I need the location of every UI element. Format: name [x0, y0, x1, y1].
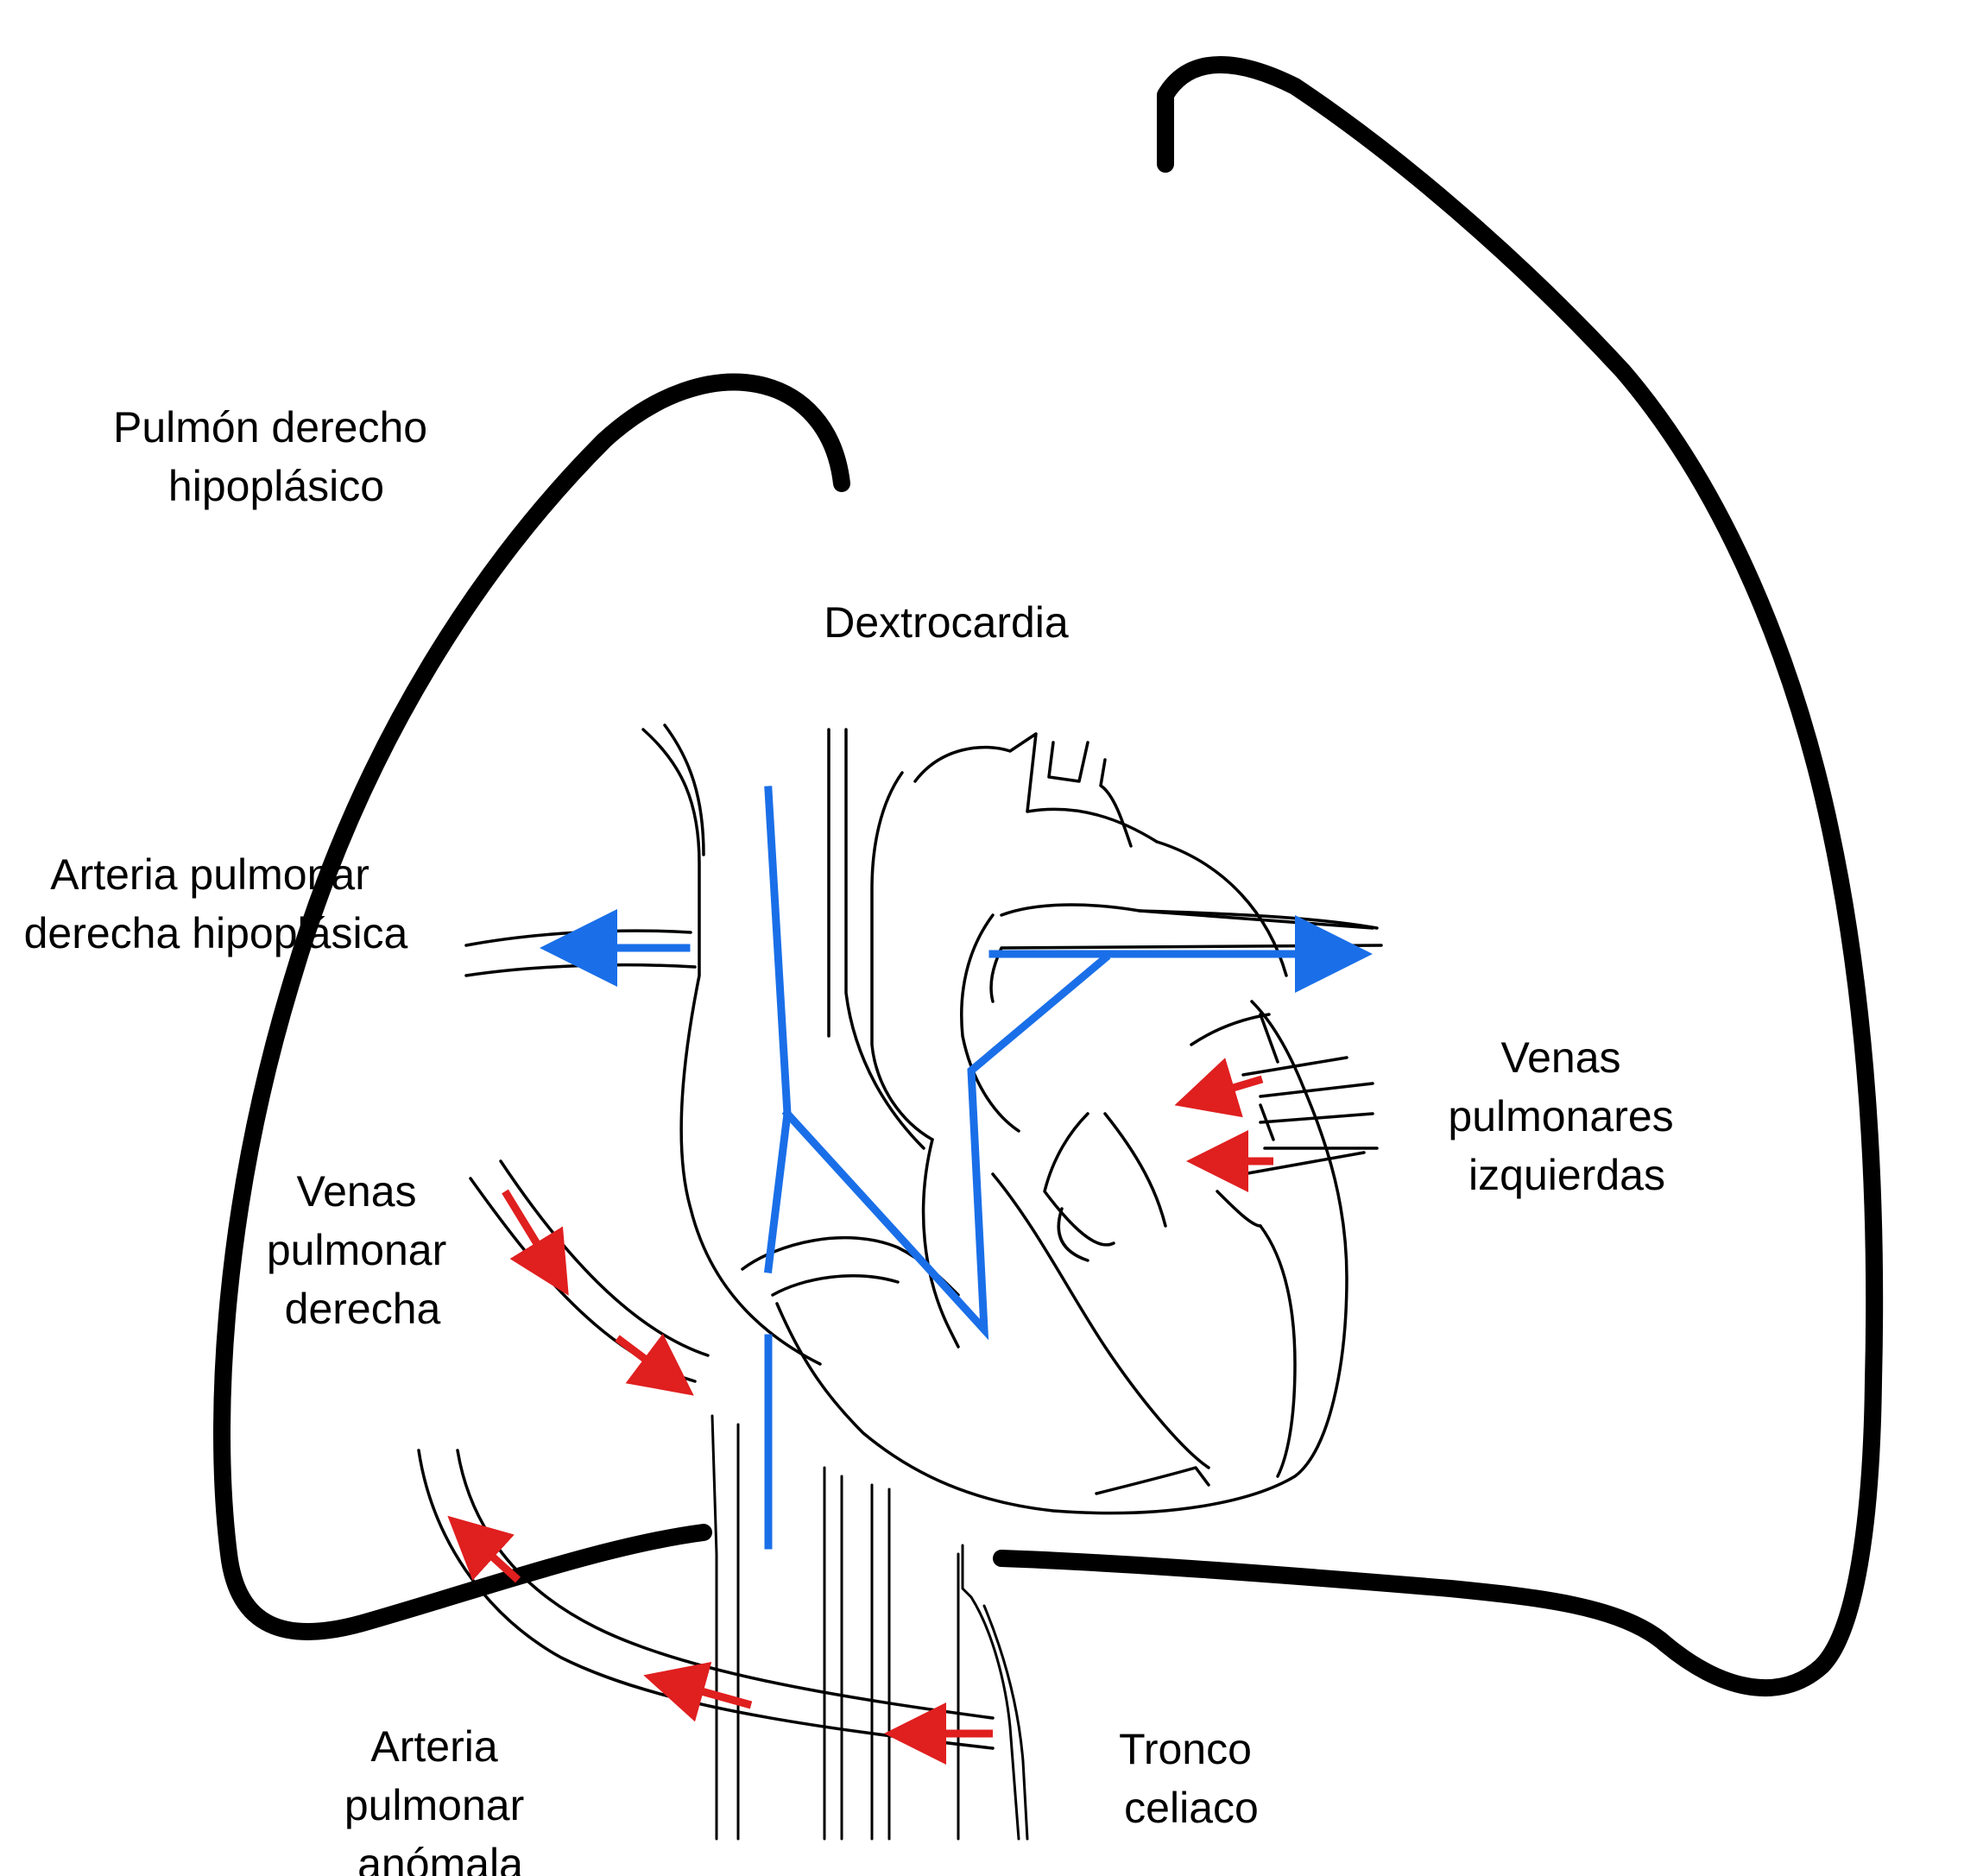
- label-right-pulmonary-artery: Arteria pulmonar derecha hipoplásica: [24, 850, 408, 957]
- label-right-pulmonary-vein: Venas pulmonar derecha: [267, 1167, 458, 1333]
- right-pulmonary-artery: [464, 909, 697, 987]
- label-anomalous-pulmonary-artery: Arteria pulmonar anómala: [344, 1722, 536, 1876]
- label-dextrocardia: Dextrocardia: [824, 598, 1069, 647]
- left-pulmonary-veins: [1174, 1056, 1379, 1192]
- deoxygenated-flow-path: [763, 786, 1373, 1550]
- heart-outline: [641, 723, 1383, 1841]
- right-pulmonary-vein: [469, 1159, 710, 1396]
- label-left-pulmonary-veins: Venas pulmonares izquierdas: [1448, 1033, 1685, 1199]
- label-celiac-trunk: Tronco celiaco: [1119, 1725, 1264, 1832]
- right-lung-outline: [213, 373, 850, 1640]
- anomalous-pulmonary-artery: [417, 1449, 995, 1765]
- label-right-lung: Pulmón derecho hipoplásico: [113, 403, 439, 510]
- left-lung-outline: [993, 56, 1884, 1697]
